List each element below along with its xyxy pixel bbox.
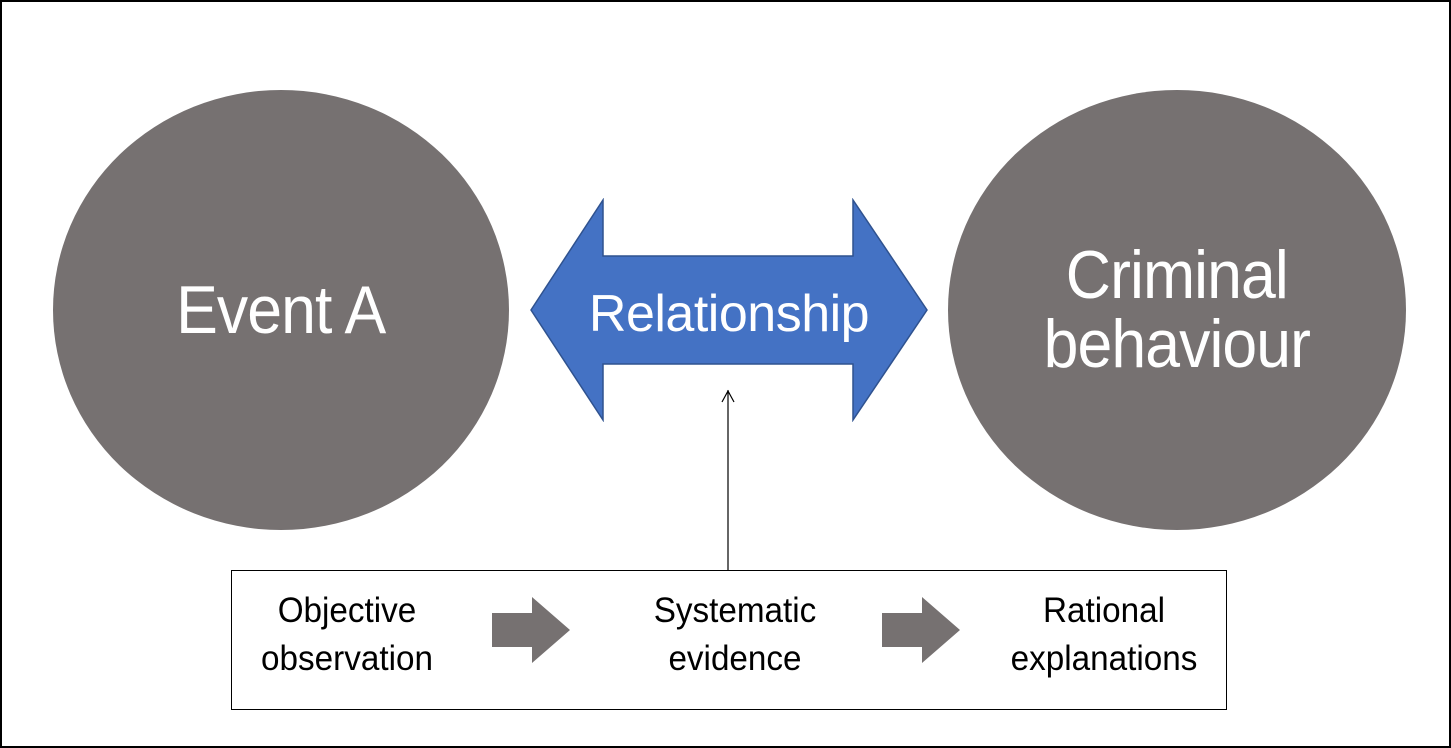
connector-arrow: [721, 389, 735, 572]
relationship-double-arrow: [530, 198, 928, 422]
step-arrow-shape: [492, 597, 570, 663]
process-box: Objective observation Systematic evidenc…: [231, 570, 1227, 710]
criminal-behaviour-circle: Criminal behaviour: [948, 90, 1406, 530]
step-systematic-evidence: Systematic evidence: [653, 591, 817, 678]
event-a-label: Event A: [176, 272, 386, 348]
step-arrow-shape: [882, 597, 960, 663]
relationship-arrow-shape: [530, 198, 928, 422]
connector-arrowhead: [721, 389, 735, 403]
relationship-label: Relationship: [588, 285, 870, 343]
step-arrow-icon: [492, 597, 570, 663]
step-objective-observation: Objective observation: [261, 591, 433, 678]
criminal-behaviour-label: Criminal behaviour: [1043, 236, 1311, 382]
step-arrow-icon: [882, 597, 960, 663]
step-rational-explanations: Rational explanations: [1010, 591, 1198, 678]
event-a-circle: Event A: [53, 90, 509, 530]
